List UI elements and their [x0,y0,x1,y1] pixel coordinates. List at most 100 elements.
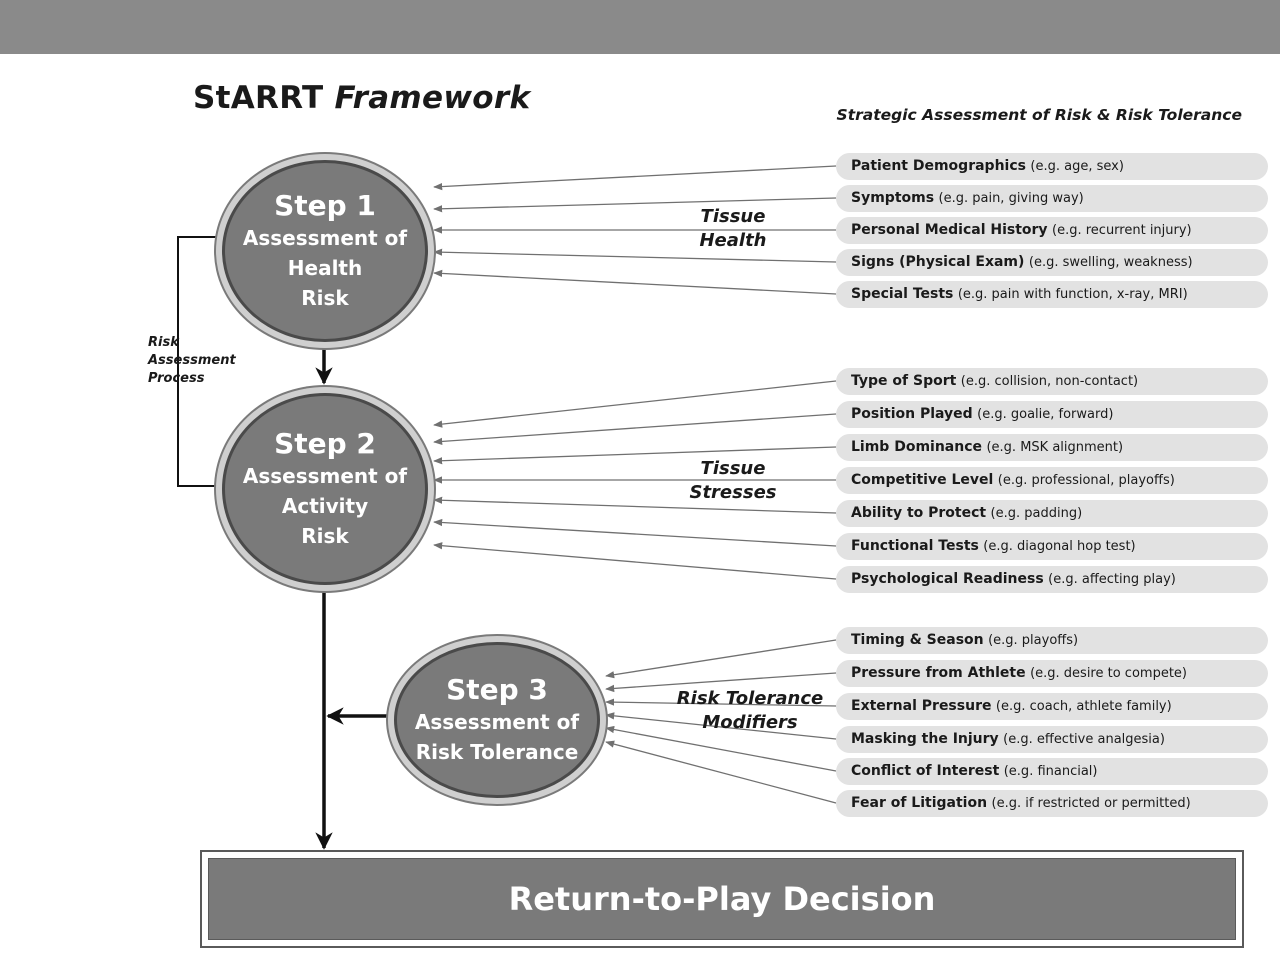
factor-symptoms: Symptoms (e.g. pain, giving way) [836,185,1268,212]
factor-ability-to-protect: Ability to Protect (e.g. padding) [836,500,1268,527]
group-3-line-1: Risk Tolerance [676,688,824,709]
factor-psychological-readiness: Psychological Readiness (e.g. affecting … [836,566,1268,593]
factor-arrow-1-6 [433,542,837,580]
factor-example: (e.g. goalie, forward) [977,407,1114,422]
factor-name: Fear of Litigation [851,795,988,811]
factor-arrow-2-2 [605,698,837,707]
step-1-label: Step 1 [274,189,376,222]
factor-name: Competitive Level [851,472,994,488]
factor-arrow-2-0 [605,639,837,679]
factor-example: (e.g. coach, athlete family) [995,699,1172,714]
factor-arrow-1-5 [433,518,837,547]
risk-assessment-process-label: Risk Assessment Process [148,334,236,388]
factor-name: Personal Medical History [851,222,1048,238]
factor-example: (e.g. swelling, weakness) [1028,255,1193,270]
factor-name: Signs (Physical Exam) [851,254,1025,270]
factor-name: Patient Demographics [851,158,1026,174]
step-2-circle: Step 2 Assessment of Activity Risk [222,393,428,585]
factor-example: (e.g. diagonal hop test) [983,539,1136,554]
factor-external-pressure: External Pressure (e.g. coach, athlete f… [836,693,1268,720]
factor-position-played: Position Played (e.g. goalie, forward) [836,401,1268,428]
factor-functional-tests: Functional Tests (e.g. diagonal hop test… [836,533,1268,560]
factor-signs-physical-exam: Signs (Physical Exam) (e.g. swelling, we… [836,249,1268,276]
factor-name: Functional Tests [851,538,979,554]
factor-example: (e.g. collision, non-contact) [960,374,1139,389]
group-3-line-2: Modifiers [702,712,798,733]
diagram-subtitle: Strategic Assessment of Risk & Risk Tole… [836,106,1242,124]
factor-arrow-1-0 [433,380,837,428]
factor-arrow-2-3 [605,712,837,740]
decision-box: Return-to-Play Decision [200,850,1244,948]
factor-name: Position Played [851,406,973,422]
factor-example: (e.g. recurrent injury) [1052,223,1192,238]
step-1-circle: Step 1 Assessment of Health Risk [222,160,428,342]
factor-timing-season: Timing & Season (e.g. playoffs) [836,627,1268,654]
factor-arrow-1-2 [433,446,837,465]
factor-arrow-1-1 [433,413,837,446]
factor-name: Masking the Injury [851,731,999,747]
factor-name: Pressure from Athlete [851,665,1026,681]
factor-example: (e.g. affecting play) [1048,572,1176,587]
factor-personal-medical-history: Personal Medical History (e.g. recurrent… [836,217,1268,244]
factor-name: Limb Dominance [851,439,983,455]
factor-arrow-0-3 [433,248,837,263]
factor-name: Timing & Season [851,632,984,648]
factor-fear-of-litigation: Fear of Litigation (e.g. if restricted o… [836,790,1268,817]
factor-limb-dominance: Limb Dominance (e.g. MSK alignment) [836,434,1268,461]
factor-example: (e.g. MSK alignment) [986,440,1124,455]
step-1-line-2: Health [287,256,363,280]
factor-arrow-0-4 [433,269,837,295]
step-3-label: Step 3 [446,673,548,706]
factor-name: Symptoms [851,190,935,206]
factor-patient-demographics: Patient Demographics (e.g. age, sex) [836,153,1268,180]
factor-example: (e.g. professional, playoffs) [997,473,1175,488]
factor-type-of-sport: Type of Sport (e.g. collision, non-conta… [836,368,1268,395]
process-line-3: Process [148,371,205,386]
decision-label: Return-to-Play Decision [208,858,1236,940]
step-3-line-2: Risk Tolerance [415,740,579,764]
step-2-line-2: Activity [281,494,369,518]
factor-competitive-level: Competitive Level (e.g. professional, pl… [836,467,1268,494]
factor-name: Type of Sport [851,373,957,389]
factor-special-tests: Special Tests (e.g. pain with function, … [836,281,1268,308]
step-1-line-1: Assessment of [242,226,408,250]
factor-name: Conflict of Interest [851,763,1000,779]
step-3-circle: Step 3 Assessment of Risk Tolerance [394,642,600,798]
factor-example: (e.g. desire to compete) [1030,666,1187,681]
group-label-tissue-stresses: Tissue Stresses [683,457,783,505]
factor-example: (e.g. pain with function, x-ray, MRI) [957,287,1188,302]
factor-example: (e.g. age, sex) [1030,159,1124,174]
step-2-line-3: Risk [301,524,349,548]
group-label-tissue-health: Tissue Health [683,205,783,253]
factor-masking-the-injury: Masking the Injury (e.g. effective analg… [836,726,1268,753]
group-2-line-2: Stresses [689,482,777,503]
factor-example: (e.g. if restricted or permitted) [991,796,1191,811]
process-line-2: Assessment [148,353,236,368]
factor-pressure-from-athlete: Pressure from Athlete (e.g. desire to co… [836,660,1268,687]
step-2-label: Step 2 [274,427,376,460]
step-2-line-1: Assessment of [242,464,408,488]
group-2-line-1: Tissue [700,458,766,479]
factor-name: Ability to Protect [851,505,987,521]
factor-arrow-2-5 [605,740,837,804]
step-1-line-3: Risk [301,286,349,310]
factor-example: (e.g. padding) [990,506,1083,521]
factor-example: (e.g. playoffs) [988,633,1079,648]
process-bracket [177,236,222,487]
top-banner [0,0,1280,54]
title-main: StARRT [193,80,324,116]
group-1-line-2: Health [699,230,767,251]
title-italic: Framework [334,80,531,116]
factor-conflict-of-interest: Conflict of Interest (e.g. financial) [836,758,1268,785]
group-label-risk-tolerance-modifiers: Risk Tolerance Modifiers [672,687,828,735]
process-line-1: Risk [148,335,179,350]
step-3-line-1: Assessment of [414,710,580,734]
factor-arrow-0-1 [433,197,837,213]
diagram-title: StARRT Framework [193,80,530,116]
factor-name: Psychological Readiness [851,571,1044,587]
factor-arrow-1-4 [433,496,837,514]
factor-name: Special Tests [851,286,954,302]
factor-example: (e.g. effective analgesia) [1003,732,1165,747]
factor-arrow-2-4 [605,725,837,772]
